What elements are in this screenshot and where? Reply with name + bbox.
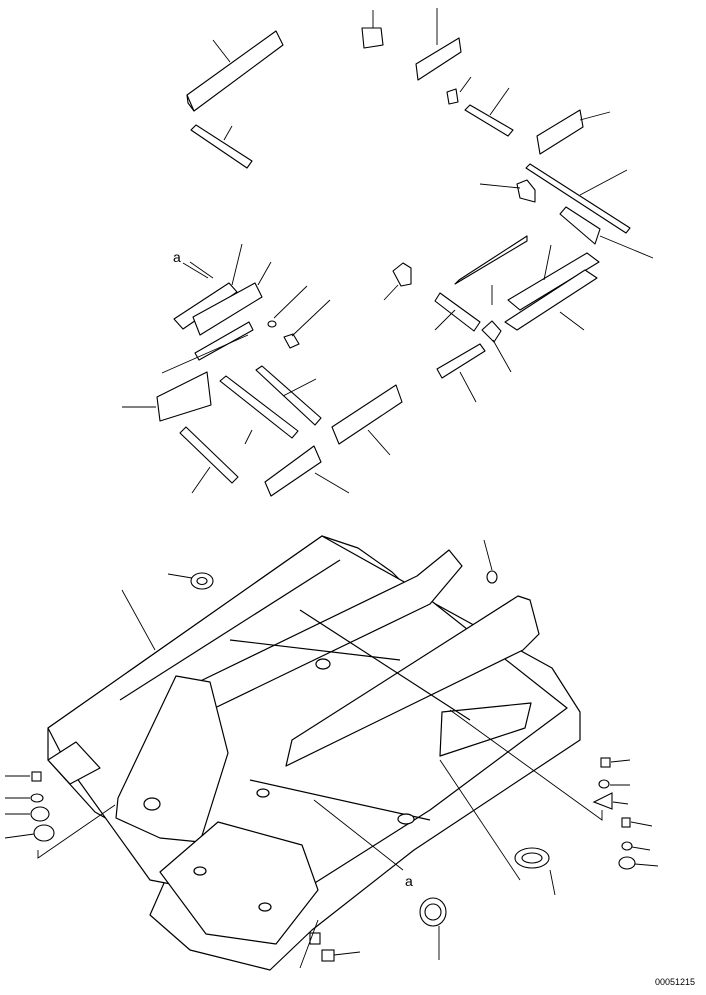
small-bracket [392, 262, 412, 287]
cap-left [33, 824, 55, 842]
round-cover [424, 903, 442, 921]
boom-arm-right [285, 595, 540, 767]
callout-arrow [182, 262, 209, 279]
frame-loose-parts [30, 570, 636, 962]
long-bar [525, 163, 631, 234]
bolt [283, 333, 300, 349]
bar [436, 343, 486, 379]
cover-plate [439, 702, 532, 757]
tab [446, 88, 459, 105]
callouts: a a 00051215 [173, 249, 695, 987]
rib [299, 609, 471, 721]
wedge-right [592, 792, 613, 810]
bracket [516, 179, 536, 203]
channel [507, 252, 600, 311]
plate [434, 292, 481, 332]
washer [267, 320, 277, 328]
plate-a [173, 282, 238, 330]
callout-letter-a: a [405, 873, 413, 889]
rib [249, 779, 431, 821]
plug [309, 932, 321, 945]
bracket [481, 320, 502, 343]
plate [264, 445, 322, 497]
access-hole [397, 813, 415, 825]
long-angle-plate [186, 30, 284, 112]
washer-left [30, 793, 44, 803]
plate [415, 37, 462, 81]
plate [219, 375, 299, 439]
channel [504, 269, 598, 331]
oval-cover [521, 852, 543, 864]
plate [559, 206, 601, 245]
washer-right [598, 779, 610, 789]
block [192, 282, 263, 336]
access-hole [256, 788, 270, 798]
cap-right [618, 856, 636, 870]
step [47, 741, 101, 785]
upper-plates-group [186, 27, 631, 245]
plate [255, 365, 322, 426]
callout-letter-a: a [173, 249, 181, 265]
plate [179, 426, 239, 484]
strip-plate [464, 104, 514, 137]
plate [536, 109, 584, 155]
end-plate [159, 821, 319, 945]
access-hole [258, 902, 272, 912]
bolt-left [31, 771, 42, 782]
washer-right [621, 841, 633, 851]
middle-plates-group [156, 235, 600, 497]
grommet [196, 576, 208, 586]
plug [321, 949, 335, 962]
bolt-right [621, 817, 631, 828]
leader-lines [4, 8, 659, 969]
boom-foot [115, 675, 229, 843]
cap-left [30, 806, 50, 822]
plate [331, 384, 403, 445]
drawing-number: 00051215 [655, 977, 695, 987]
access-hole [315, 658, 331, 670]
frame-assembly [47, 535, 581, 971]
small-plate [361, 27, 384, 49]
grommet [486, 570, 498, 584]
bolt-right [600, 757, 611, 768]
access-hole [193, 866, 207, 876]
bar-plate [190, 124, 253, 169]
thin-rod [454, 235, 528, 285]
plate [156, 371, 212, 422]
rib [119, 559, 341, 701]
access-hole [143, 797, 161, 811]
